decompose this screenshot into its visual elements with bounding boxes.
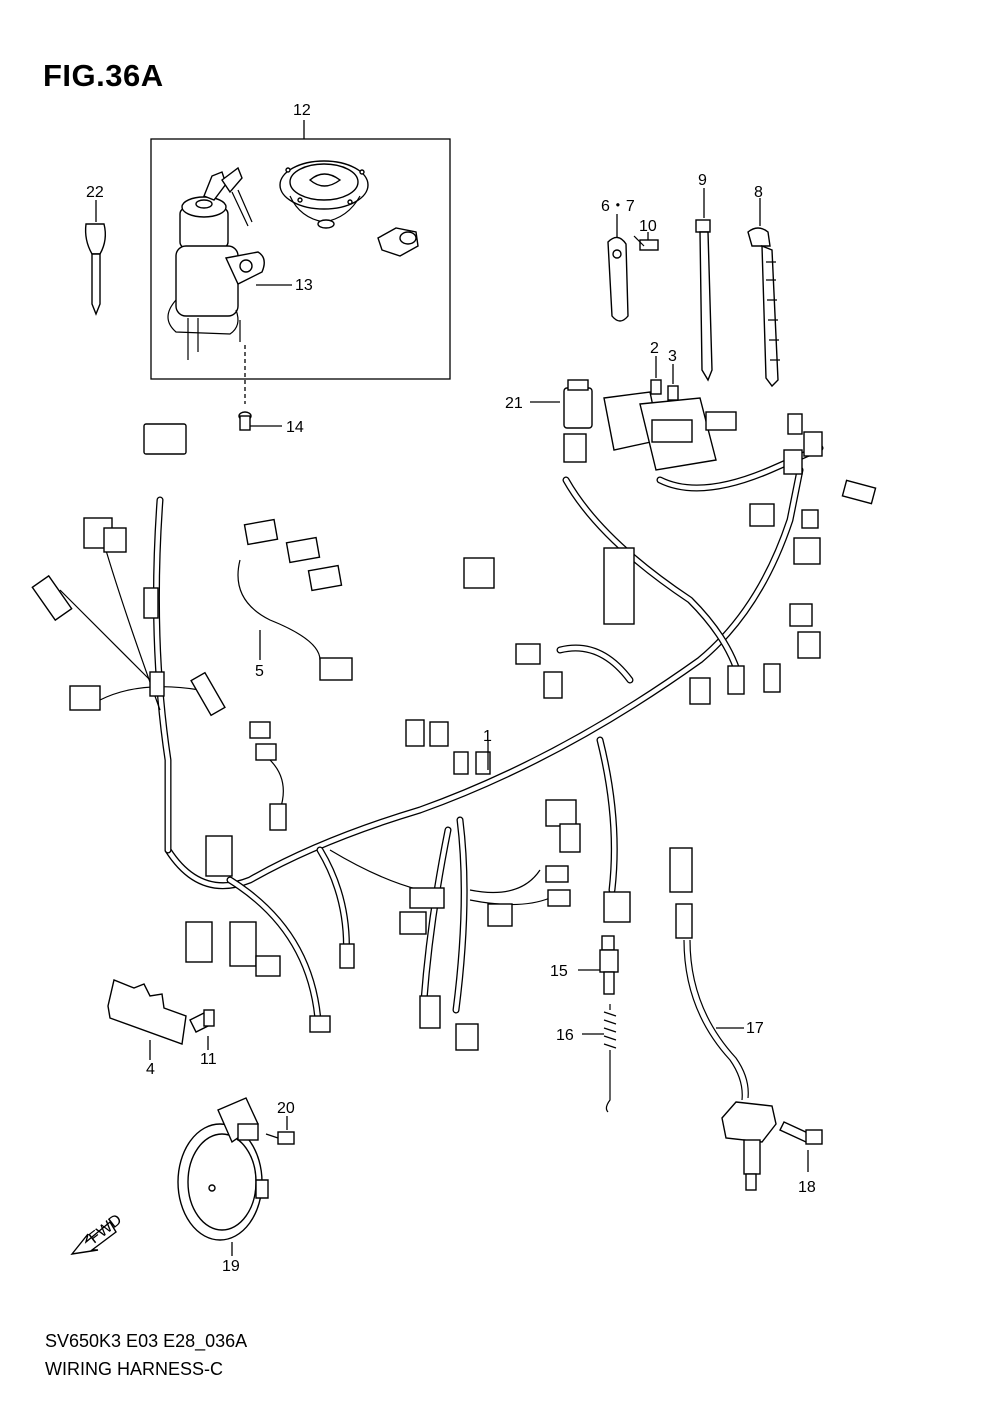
- callout-labels: 12 13 14 22 6・7 10 9 8 2 3 21 5 1 15 16 …: [86, 102, 816, 1275]
- callout-16: 16: [556, 1027, 574, 1044]
- fuse-3[interactable]: [667, 364, 679, 401]
- callout-4: 4: [146, 1061, 155, 1078]
- spring-16[interactable]: [582, 1004, 617, 1113]
- callout-14: 14: [286, 419, 304, 436]
- lock-set-group: [150, 120, 451, 404]
- callout-2: 2: [650, 340, 659, 357]
- callout-3: 3: [668, 348, 677, 365]
- figure-title: FIG.36A: [43, 58, 164, 93]
- seat-lock[interactable]: [377, 227, 419, 257]
- screw-14[interactable]: [238, 411, 282, 431]
- callout-13: 13: [295, 277, 313, 294]
- main-wiring-harness[interactable]: [59, 444, 824, 1024]
- diagram-name: WIRING HARNESS-C: [45, 1359, 224, 1379]
- bolt-11[interactable]: [189, 1009, 215, 1050]
- callout-11: 11: [200, 1051, 217, 1068]
- callout-21: 21: [505, 395, 523, 412]
- clamp-6-7[interactable]: [607, 214, 629, 322]
- forward-direction-arrow: FWD: [70, 1211, 125, 1255]
- callout-15: 15: [550, 963, 568, 980]
- stop-switch-15[interactable]: [578, 935, 619, 995]
- callout-20: 20: [277, 1100, 295, 1117]
- callout-5: 5: [255, 663, 264, 680]
- bolt-10[interactable]: [633, 232, 659, 251]
- callout-10: 10: [639, 218, 657, 235]
- callout-22: 22: [86, 184, 104, 201]
- callout-8: 8: [754, 184, 763, 201]
- horn-19[interactable]: [177, 1097, 269, 1256]
- bracket-4[interactable]: [107, 979, 187, 1060]
- callout-9: 9: [698, 172, 707, 189]
- cable-tie-9[interactable]: [695, 188, 713, 382]
- harness-connectors: [31, 411, 877, 1051]
- fuse-2[interactable]: [650, 356, 662, 395]
- bolt-20[interactable]: [265, 1116, 295, 1145]
- callout-18: 18: [798, 1179, 816, 1196]
- fwd-label: FWD: [86, 1211, 125, 1247]
- ignition-switch[interactable]: [167, 166, 265, 360]
- bolt-18[interactable]: [779, 1121, 823, 1172]
- callout-6-7: 6・7: [601, 198, 635, 215]
- callout-1: 1: [483, 728, 492, 745]
- relay-21[interactable]: [530, 379, 593, 429]
- diagram-code: SV650K3 E03 E28_036A: [45, 1331, 248, 1351]
- callout-19: 19: [222, 1258, 240, 1275]
- rear-brake-switch-17[interactable]: [683, 939, 777, 1191]
- fuel-tank-cap[interactable]: [279, 160, 369, 229]
- fuse-box[interactable]: [603, 391, 717, 471]
- callout-17: 17: [746, 1020, 764, 1037]
- cable-tie-8[interactable]: [747, 198, 780, 388]
- callout-12: 12: [293, 102, 311, 119]
- key-22[interactable]: [84, 200, 107, 316]
